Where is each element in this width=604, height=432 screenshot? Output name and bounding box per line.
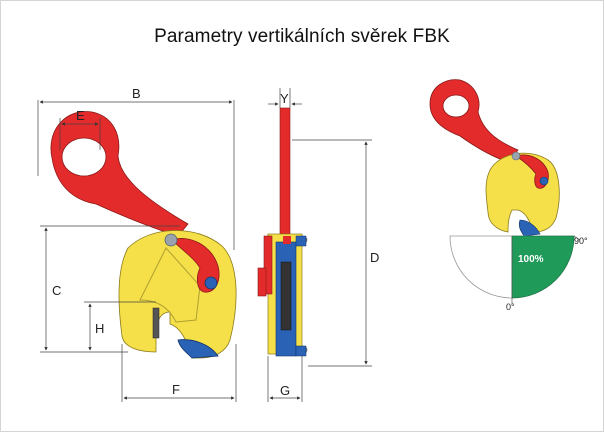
main-pivot [164, 233, 178, 247]
front-slot [280, 261, 292, 331]
angle-lifting-eye [429, 79, 519, 163]
dimension-y-label: Y [280, 91, 289, 106]
capacity-label: 100% [518, 254, 544, 265]
angle-gauge [449, 235, 581, 304]
side-view-dimensions [37, 100, 237, 402]
front-lifting-bar [279, 107, 291, 235]
cam-pivot [204, 276, 218, 290]
dimension-d-label: D [370, 250, 379, 265]
dimension-f-label: F [172, 382, 180, 397]
angle-0-label: 0° [506, 302, 515, 312]
jaw-tooth [152, 307, 160, 339]
front-view-dimensions [267, 88, 372, 402]
dimension-h-label: H [95, 321, 104, 336]
lifting-eye-hole [61, 137, 107, 177]
side-view-clamp [50, 111, 237, 359]
angle-90-label: 90° [574, 236, 588, 246]
dimension-b-label: B [132, 86, 141, 101]
front-view-clamp [257, 107, 308, 357]
angle-view-clamp [429, 79, 560, 237]
dimension-c-label: C [52, 283, 61, 298]
clamp-body [118, 230, 237, 359]
angle-gauge-green-sector [511, 235, 575, 299]
diagram-title: Parametry vertikálních svěrek FBK [154, 26, 450, 47]
lifting-eye [50, 111, 189, 237]
dimension-g-label: G [280, 383, 290, 398]
jaw-pad [177, 339, 219, 359]
dimension-e-label: E [76, 108, 85, 123]
